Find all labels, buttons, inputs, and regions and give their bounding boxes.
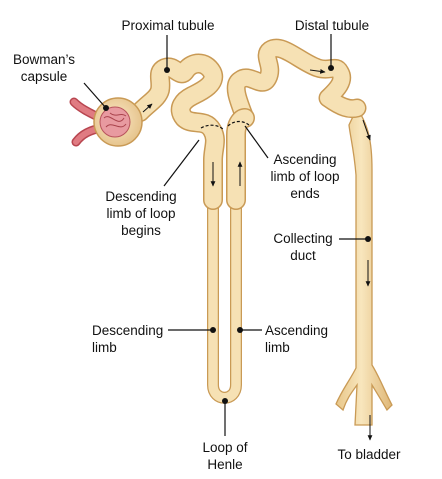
thick-ascending-limb: [226, 108, 255, 210]
descending-limb-line-1: Descending: [92, 323, 164, 338]
collecting-duct-line-2: duct: [290, 248, 316, 263]
ascending-limb-ends-line-1: Ascending: [273, 152, 337, 167]
flow-arrows: [142, 68, 373, 441]
descending-limb-begins-label: Descending limb of loop begins: [96, 188, 186, 239]
to-bladder-label: To bladder: [337, 447, 401, 462]
descending-limb-line-2: limb: [92, 340, 117, 355]
distal-tubule: [226, 38, 367, 128]
bowmans-capsule-label: Bowman’s capsule: [6, 51, 82, 85]
ascending-limb-line-2: limb: [265, 340, 290, 355]
bowmans-capsule-line-1: Bowman’s: [12, 52, 76, 67]
bowmans-capsule-shape: [93, 97, 143, 147]
loop-of-henle-line-1: Loop of: [202, 440, 248, 455]
loop-of-henle-tube: [207, 144, 242, 404]
descending-limb-begins-line-2: limb of loop: [106, 206, 176, 221]
ascending-limb-ends-line-3: ends: [290, 186, 320, 201]
loop-of-henle-label: Loop of Henle: [190, 439, 260, 473]
ascending-limb-ends-label: Ascending limb of loop ends: [259, 151, 351, 202]
distal-tubule-label: Distal tubule: [294, 18, 370, 33]
leader-lines: [83, 34, 371, 436]
descending-limb-begins-line-3: begins: [121, 223, 161, 238]
ascending-limb-line-1: Ascending: [265, 323, 329, 338]
descending-limb-label: Descending limb: [92, 322, 168, 356]
ascending-limb-ends-line-2: limb of loop: [270, 169, 340, 184]
collecting-duct-line-1: Collecting: [273, 231, 333, 246]
collecting-duct: [335, 106, 393, 426]
descending-limb-begins-line-1: Descending: [105, 189, 177, 204]
limb-boundaries: [200, 120, 251, 131]
loop-of-henle-line-2: Henle: [207, 457, 243, 472]
bowmans-capsule-line-2: capsule: [20, 69, 68, 84]
proximal-tubule-label: Proximal tubule: [121, 18, 215, 33]
collecting-duct-label: Collecting duct: [267, 230, 339, 264]
proximal-tubule: [130, 53, 225, 210]
ascending-limb-label: Ascending limb: [265, 322, 341, 356]
